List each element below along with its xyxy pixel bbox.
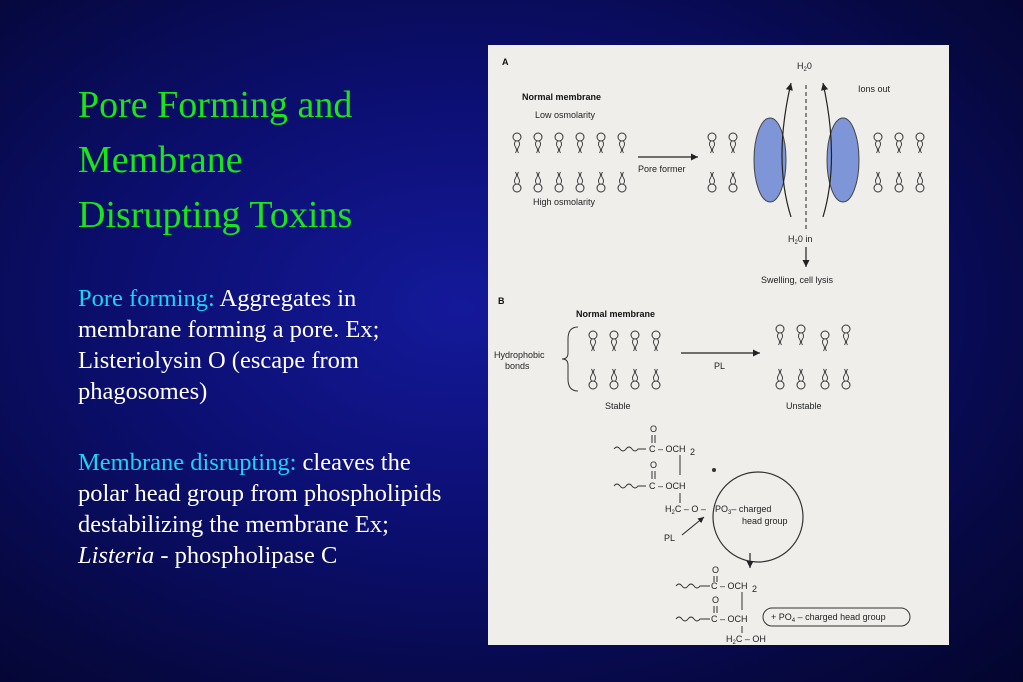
- stable-bilayer: [588, 330, 661, 390]
- panel-b-normal-membrane: Normal membrane: [576, 309, 655, 319]
- svg-text:O: O: [650, 460, 657, 470]
- membrane-disrupting-paragraph: Membrane disrupting: cleaves the polar h…: [78, 447, 458, 571]
- svg-text:+ PO4 – charged head group: + PO4 – charged head group: [771, 612, 886, 624]
- high-osmolarity-label: High osmolarity: [533, 197, 596, 207]
- title-line-1: Pore Forming and: [78, 84, 353, 126]
- panel-a-letter: A: [502, 57, 509, 67]
- svg-text:2: 2: [690, 447, 695, 457]
- h2o-in-label: H20 in: [788, 234, 812, 246]
- svg-text:PL: PL: [664, 533, 675, 543]
- ions-out-label: Ions out: [858, 84, 891, 94]
- stable-label: Stable: [605, 401, 631, 411]
- disrupted-bilayer: [707, 132, 925, 193]
- bonds-label: bonds: [505, 361, 530, 371]
- svg-text:O: O: [712, 595, 719, 605]
- svg-text:O: O: [650, 424, 657, 434]
- unstable-label: Unstable: [786, 401, 822, 411]
- panel-a-normal-membrane: Normal membrane: [522, 92, 601, 102]
- ions-out-arrow: [821, 82, 833, 218]
- h2o-top-label: H20: [797, 61, 812, 73]
- toxin-pore-right: [826, 117, 860, 203]
- enzyme-name: - phospholipase C: [154, 542, 338, 569]
- hydrophobic-brace: [561, 326, 579, 392]
- phospholipid-structure: O C – OCH 2 O C – OCH H2C – O – PO3– cha…: [613, 424, 911, 645]
- pore-former-label: Pore former: [638, 164, 686, 174]
- svg-text:C – OCH: C – OCH: [649, 481, 686, 491]
- panel-b-letter: B: [498, 296, 505, 306]
- organism-name: Listeria: [78, 542, 155, 569]
- swelling-label: Swelling, cell lysis: [761, 275, 834, 285]
- pore-forming-paragraph: Pore forming: Aggregates in membrane for…: [78, 283, 458, 407]
- figure-svg: A Normal membrane Low osmolarity High os…: [494, 57, 925, 645]
- unstable-bilayer: [775, 324, 851, 390]
- svg-text:head group: head group: [742, 516, 788, 526]
- slide-title: Pore Forming and Membrane Disrupting Tox…: [78, 78, 458, 243]
- pore-forming-text: Aggregates in membrane forming a pore. E…: [78, 285, 380, 405]
- toxin-pore-left: [753, 117, 787, 203]
- toxin-mechanism-figure: A Normal membrane Low osmolarity High os…: [488, 45, 949, 645]
- pore-forming-label: Pore forming:: [78, 285, 215, 312]
- normal-bilayer-a: [512, 132, 627, 193]
- pl-label: PL: [714, 361, 725, 371]
- svg-text:O: O: [712, 565, 719, 575]
- svg-text:C – OCH: C – OCH: [711, 581, 748, 591]
- svg-text:2: 2: [752, 584, 757, 594]
- water-out-arrow: [781, 82, 793, 218]
- membrane-disrupting-label: Membrane disrupting:: [78, 449, 297, 476]
- membrane-disrupting-text: cleaves the polar head group from phosph…: [78, 449, 442, 538]
- svg-text:H2C – OH: H2C – OH: [726, 634, 766, 645]
- hydrophobic-label: Hydrophobic: [494, 350, 545, 360]
- title-line-2: Membrane: [78, 139, 243, 181]
- svg-text:PO3– charged: PO3– charged: [715, 504, 771, 516]
- svg-text:H2C – O –: H2C – O –: [665, 504, 706, 516]
- svg-text:C – OCH: C – OCH: [649, 444, 686, 454]
- svg-text:C – OCH: C – OCH: [711, 614, 748, 624]
- title-line-3: Disrupting Toxins: [78, 194, 353, 236]
- low-osmolarity-label: Low osmolarity: [535, 110, 596, 120]
